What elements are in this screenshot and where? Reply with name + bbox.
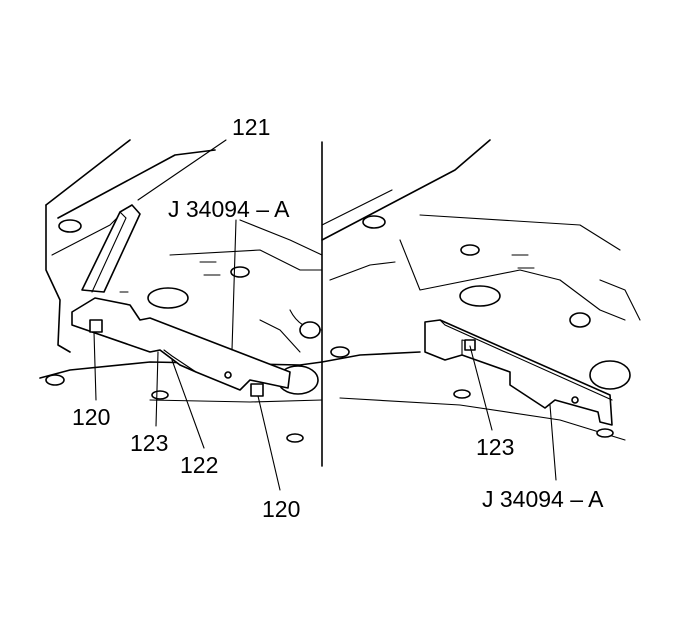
right-valve-body-upper-edge bbox=[321, 189, 393, 226]
right-valve-body-cut bbox=[599, 279, 641, 321]
leader-tool-left bbox=[231, 219, 237, 351]
right-bolt-hole-7 bbox=[596, 428, 614, 438]
left-bolt-hole-3 bbox=[230, 266, 250, 278]
left-tool-plate-slot bbox=[163, 349, 197, 373]
left-tool-plate-front-edge bbox=[71, 324, 181, 366]
leader-tool-right bbox=[549, 404, 557, 481]
right-valve-body-inner bbox=[399, 239, 561, 291]
left-valve-body-rib bbox=[169, 249, 323, 271]
left-valve-body-upper-edge bbox=[57, 149, 216, 219]
left-tool-handle bbox=[81, 204, 141, 293]
leader-120-b bbox=[257, 395, 281, 491]
left-valve-body-ledge bbox=[259, 319, 301, 353]
right-view bbox=[321, 139, 641, 481]
right-bolt-hole-4 bbox=[589, 360, 631, 390]
callout-122: 122 bbox=[180, 452, 219, 478]
left-bolt-hole-7 bbox=[286, 433, 304, 443]
left-bolt-hole-1 bbox=[58, 219, 82, 233]
callout-123-left: 123 bbox=[130, 430, 169, 456]
right-bolt-hole-3 bbox=[460, 244, 480, 256]
right-bolt-hole-1 bbox=[362, 215, 386, 229]
leader-123-right bbox=[469, 345, 493, 431]
right-bolt-hole-8 bbox=[569, 312, 591, 328]
left-bolt-hole-8 bbox=[299, 321, 321, 339]
right-valve-body-side bbox=[329, 261, 396, 281]
left-bolt-hole-6 bbox=[151, 390, 169, 400]
left-valve-body-top-edge bbox=[45, 139, 131, 206]
leader-121 bbox=[137, 139, 227, 201]
right-valve-body-bottom bbox=[339, 397, 626, 441]
right-tool-plate-top bbox=[439, 319, 613, 401]
left-tool-tab-120a bbox=[89, 319, 103, 333]
left-tool-handle-edge bbox=[91, 211, 127, 293]
leader-123-left bbox=[155, 351, 159, 427]
left-tool-pin bbox=[224, 371, 232, 379]
left-bolt-hole-5 bbox=[45, 374, 65, 386]
left-tool-tab-120b bbox=[250, 383, 264, 397]
left-valve-body-side bbox=[45, 204, 71, 353]
right-tool-pin bbox=[571, 396, 579, 404]
right-bolt-hole-2 bbox=[459, 285, 501, 307]
callout-120-bottom: 120 bbox=[262, 496, 301, 522]
left-valve-body-lower-edge bbox=[39, 361, 323, 379]
right-tool-plate bbox=[424, 319, 613, 426]
right-valve-body-ridge bbox=[419, 214, 621, 251]
right-bolt-hole-5 bbox=[330, 346, 350, 358]
callout-120-left: 120 bbox=[72, 404, 111, 430]
leader-122 bbox=[171, 359, 205, 449]
right-valve-body-top-edge bbox=[321, 139, 491, 241]
right-tool-tab bbox=[464, 339, 476, 351]
right-valve-body-lower bbox=[321, 351, 421, 363]
left-valve-body-bottom bbox=[149, 399, 323, 403]
right-bolt-hole-6 bbox=[453, 389, 471, 399]
left-bolt-hole-2 bbox=[147, 287, 189, 309]
callout-121: 121 bbox=[232, 114, 271, 140]
leader-120-a bbox=[93, 331, 97, 401]
callout-tool-left: J 34094 – A bbox=[168, 196, 290, 222]
callout-123-right: 123 bbox=[476, 434, 515, 460]
left-valve-body-boss-outline bbox=[239, 219, 323, 256]
left-view bbox=[39, 139, 323, 491]
callout-tool-right: J 34094 – A bbox=[482, 486, 604, 512]
right-valve-body-boss bbox=[559, 279, 626, 321]
left-tool-plate bbox=[71, 297, 291, 391]
